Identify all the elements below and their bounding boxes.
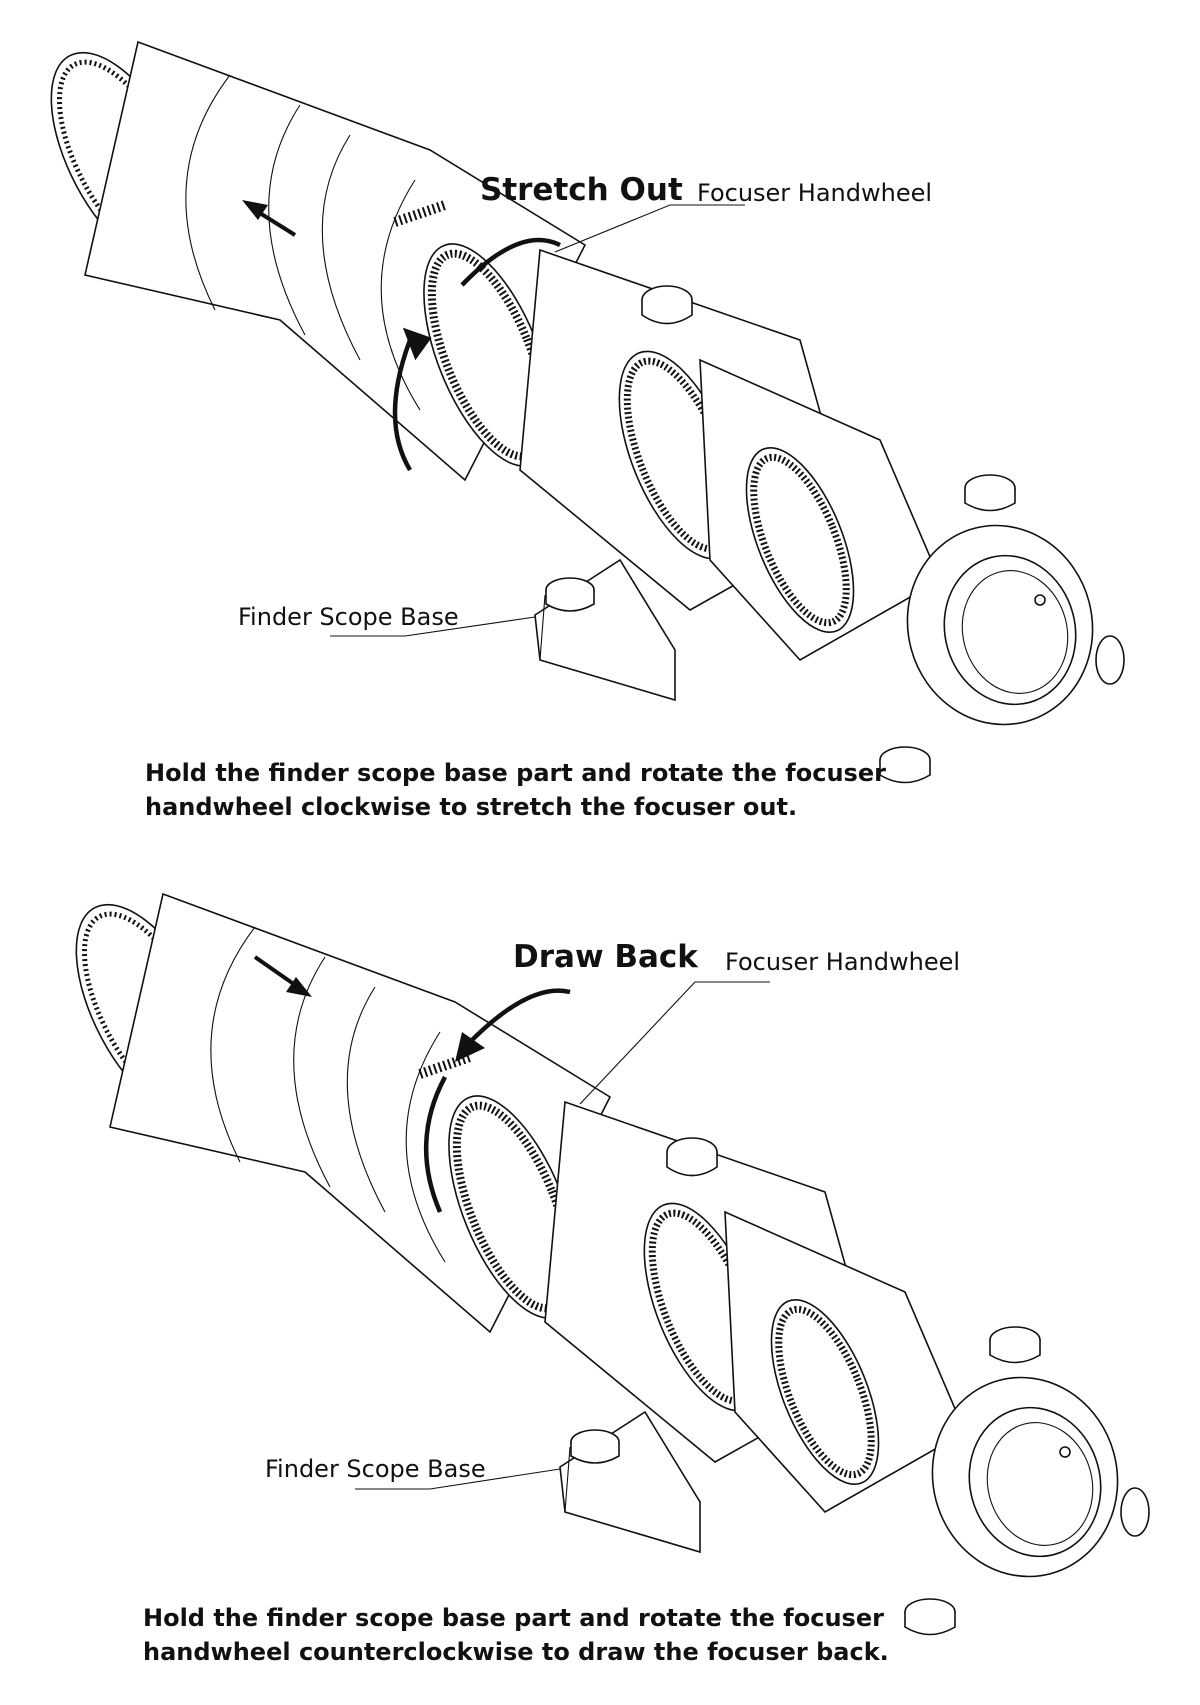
arrow-up-left-icon (242, 200, 297, 237)
stretch-out-title: Stretch Out (480, 172, 683, 208)
eyepiece-ring (745, 446, 855, 634)
eyepiece-ring (770, 1298, 880, 1486)
finder-scope-illustration (50, 40, 1125, 784)
eyepiece-end (906, 524, 1094, 726)
base-leader-line (355, 1468, 561, 1490)
eyepiece-end (931, 1376, 1119, 1578)
caption-line-1: Hold the finder scope base part and rota… (145, 759, 886, 787)
handwheel-leader-line (554, 204, 745, 253)
caption-line-2: handwheel clockwise to stretch the focus… (145, 793, 798, 821)
stretch-out-panel: Stretch Out Focuser Handwheel Finder Sco… (0, 0, 1200, 852)
focuser-handwheel-label: Focuser Handwheel (697, 179, 933, 207)
clockwise-arrow-icon (392, 237, 562, 472)
caption-line-2: handwheel counterclockwise to draw the f… (143, 1638, 889, 1666)
base-leader-line (330, 616, 536, 637)
arrow-down-right-icon (253, 955, 312, 997)
finder-scope-base-label: Finder Scope Base (265, 1455, 486, 1483)
draw-back-caption: Hold the finder scope base part and rota… (143, 1601, 889, 1669)
finder-scope-illustration (75, 892, 1150, 1636)
caption-line-1: Hold the finder scope base part and rota… (143, 1604, 884, 1632)
counterclockwise-arrow-icon (423, 988, 571, 1213)
handwheel-leader-line (579, 981, 770, 1105)
draw-back-title: Draw Back (513, 939, 698, 975)
focuser-handwheel-label: Focuser Handwheel (725, 948, 961, 976)
finder-scope-base-label: Finder Scope Base (238, 603, 459, 631)
draw-back-panel: Draw Back Focuser Handwheel Finder Scope… (0, 852, 1200, 1704)
stretch-out-caption: Hold the finder scope base part and rota… (145, 756, 886, 824)
